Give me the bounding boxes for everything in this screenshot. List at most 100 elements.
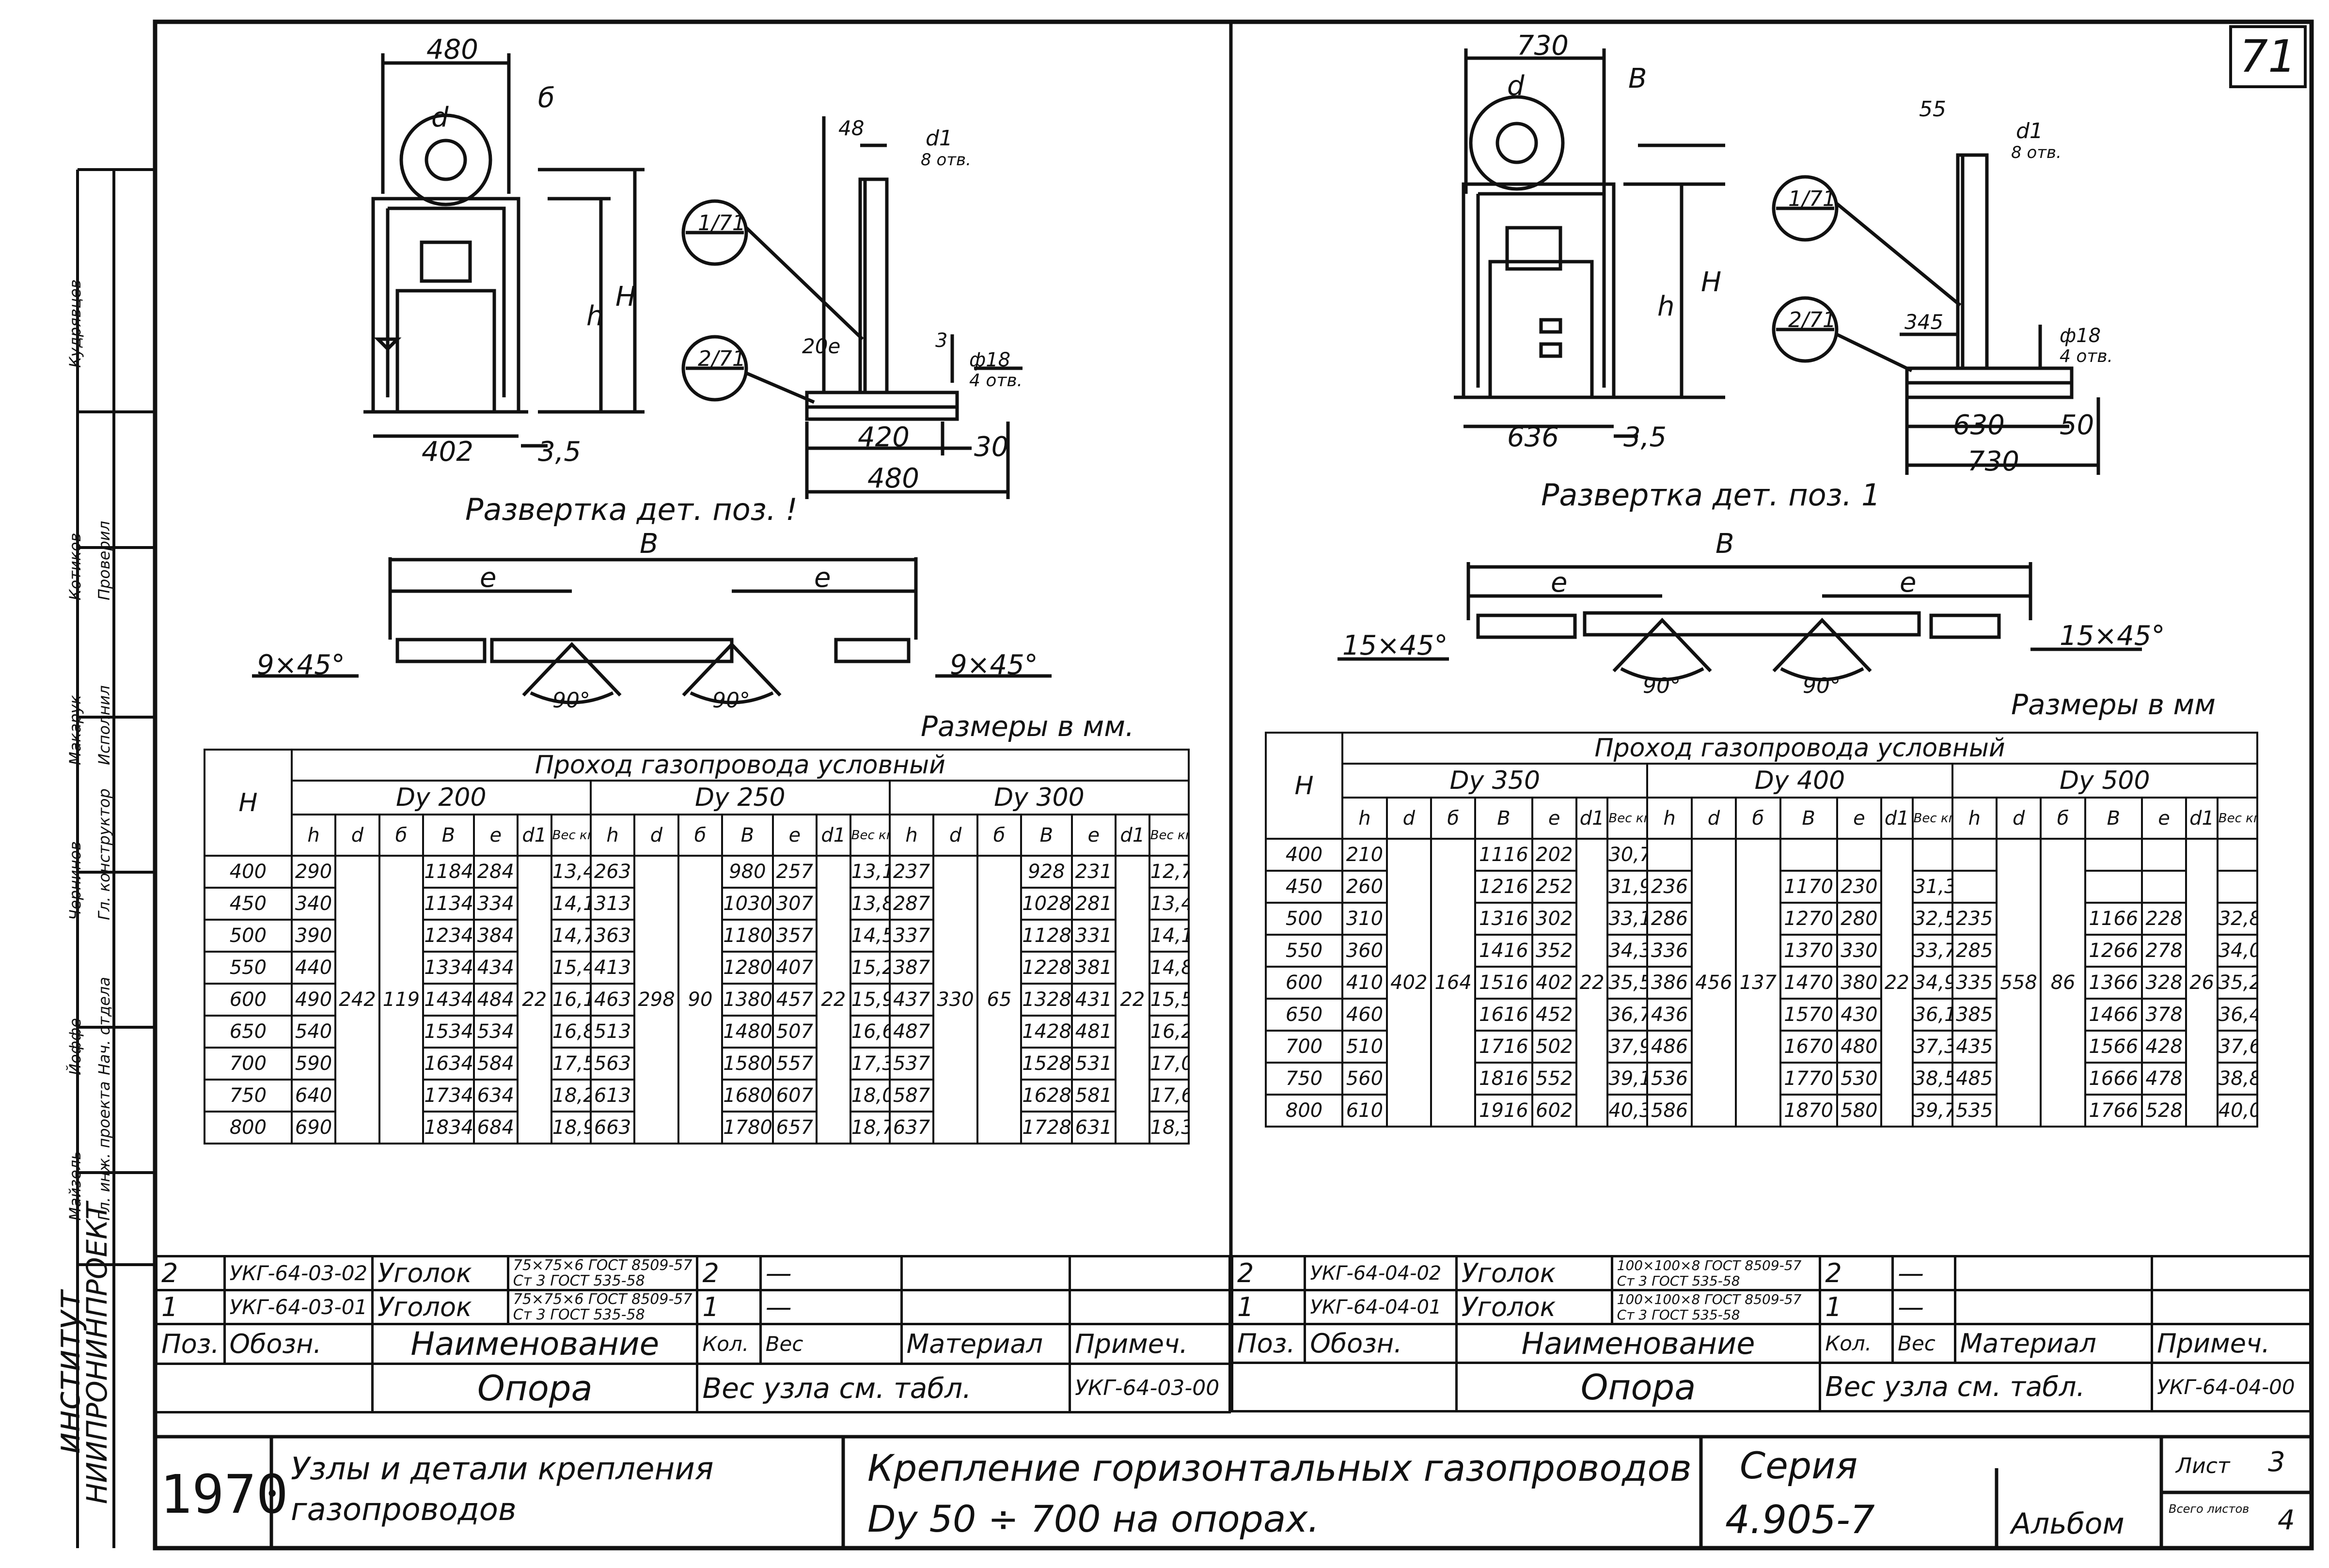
table-cell: 1116 [1474,838,1533,872]
dim-label: 420 [858,422,910,453]
table-cell: 18,23 [550,1079,592,1113]
table-cell: 490 [290,983,337,1017]
table-cell: 14,1 [1148,919,1190,953]
table-cell: 610 [1341,1094,1388,1128]
table-cell: 1028 [1020,887,1073,921]
dim-label: d1 [2016,119,2043,143]
table-cell: 298 [633,855,679,1145]
table-cell: 37,6 [2216,1030,2259,1064]
table-row: 500390123438414,78363118035714,533711283… [204,919,1190,953]
table-cell: 38,5 [1911,1062,1953,1096]
table-cell [1911,838,1953,872]
table-cell: 637 [888,1111,935,1145]
table-cell: 14,5 [849,919,891,953]
subhead: б [1735,797,1781,840]
subhead: Вес кг [1606,797,1649,840]
table-cell: 228 [2140,902,2187,936]
table-cell: 202 [1531,838,1577,872]
dim-label: e [1551,567,1568,598]
table-cell: 302 [1531,902,1577,936]
table-cell: 437 [888,983,935,1017]
spec-material-top: 100×100×8 ГОСТ 8509-57 [1617,1291,1802,1307]
table-cell: 531 [1070,1047,1117,1081]
subhead: В [1020,814,1073,857]
table-cell: 357 [771,919,818,953]
table-cell: 440 [290,951,337,985]
table-cell: 363 [589,919,636,953]
table-cell: 36,1 [1911,998,1953,1032]
table-cell: 558 [1995,838,2042,1128]
title-line-1: Крепление горизонтальных газопроводов [867,1446,1692,1490]
table-cell: 18,0 [849,1079,891,1113]
spec-material-top: 75×75×6 ГОСТ 8509-57 [513,1256,692,1274]
table-cell: 40,3 [1606,1094,1649,1128]
spec-header-material: Материал [1953,1323,2153,1364]
table-cell: 513 [589,1015,636,1049]
table-cell: 235 [1951,902,1998,936]
subhead: e [2140,797,2187,840]
table-row: 40029024211911842842213,4263298909802572… [204,855,1190,1145]
spec-header-note: Примеч. [1069,1323,1231,1365]
subhead: б [976,814,1023,857]
sheet-label: Лист [2176,1454,2230,1478]
table-cell: 1280 [721,951,774,985]
unfold-title: Развертка дет. поз. ! [465,492,798,527]
dim-label: 630 [1953,409,2005,441]
sheets-total-label: Всего листов [2169,1502,2250,1516]
subhead: e [771,814,818,857]
units-note: Размеры в мм. [921,710,1134,743]
table-cell [1951,838,1998,872]
table-cell: 1766 [2084,1094,2143,1128]
table-cell: 1234 [422,919,475,953]
table-cell [2216,870,2259,904]
table-cell: 484 [472,983,519,1017]
assembly-name: Опора [371,1363,699,1413]
dim-label: 8 отв. [2011,143,2061,162]
subhead: d1 [2185,797,2219,840]
callout-label: 1/71 [1788,187,1836,211]
table-cell: 550 [204,951,293,985]
table-cell: 257 [771,855,818,889]
subhead: В [422,814,475,857]
subhead: d [1385,797,1432,840]
table-cell: 1470 [1779,966,1838,1000]
table-cell [2216,838,2259,872]
table-cell: 1670 [1779,1030,1838,1064]
table-row: 550440133443415,47413128040715,238712283… [204,951,1190,985]
table-cell: 16,2 [1148,1015,1190,1049]
group-header: Dу 300 [888,780,1190,815]
spec-material-cell [1953,1289,2153,1325]
table-cell [1951,870,1998,904]
subhead: d [1690,797,1737,840]
spec-qty: 2 [696,1255,762,1291]
table-cell: 313 [589,887,636,921]
group-header: Dу 200 [290,780,592,815]
spec-header-code: Обозн. [223,1323,374,1365]
table-cell: 34,9 [1911,966,1953,1000]
assembly-weight: Вес узла см. табл. [696,1363,1071,1413]
table-cell: 65 [976,855,1023,1145]
units-note: Размеры в мм [2011,688,2216,721]
table-cell: 14,8 [1148,951,1190,985]
table-cell: 1380 [721,983,774,1017]
table-cell: 1334 [422,951,475,985]
dimension-table-left: H Проход газопровода условный Dу 200 Dу … [204,749,1190,1145]
table-cell: 231 [1070,855,1117,889]
table-cell: 119 [378,855,425,1145]
table-cell: 407 [771,951,818,985]
dim-label: 15×45° [1342,630,1448,661]
org-line-2: НИИПРОНИНПРОЕКТ [80,1202,113,1504]
dim-label: 48 [838,116,865,140]
dim-label: 20e [802,334,841,358]
table-cell: 1734 [422,1079,475,1113]
table-cell [2140,870,2187,904]
table-cell: 552 [1531,1062,1577,1096]
dim-label: ф18 [969,349,1011,371]
table-cell: 500 [204,919,293,953]
sheet-number-box: 71 [2229,25,2307,88]
table-cell: 650 [204,1015,293,1049]
table-cell: 1134 [422,887,475,921]
sheets-total-value: 4 [2278,1505,2295,1536]
table-cell: 15,2 [849,951,891,985]
table-cell: 1816 [1474,1062,1533,1096]
